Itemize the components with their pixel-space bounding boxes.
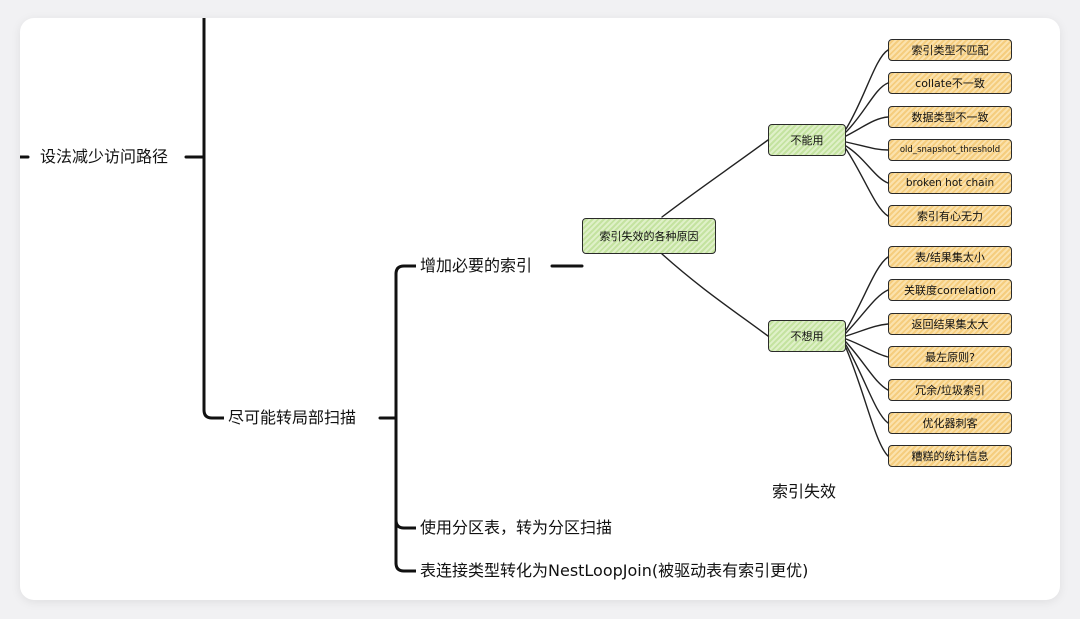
unwilling-item: 返回结果集太大: [888, 313, 1012, 335]
add-index-node: 增加必要的索引: [416, 255, 537, 277]
connector-lines: [20, 18, 889, 573]
scan-local-node: 尽可能转局部扫描: [224, 407, 361, 429]
unwilling-item: 冗余/垃圾索引: [888, 379, 1012, 401]
cannot-item: 索引有心无力: [888, 205, 1012, 227]
sketch-caption: 索引失效: [772, 482, 837, 501]
unwilling-box: 不想用: [768, 320, 846, 352]
unwilling-item: 糟糕的统计信息: [888, 445, 1012, 467]
unwilling-item: 优化器刺客: [888, 412, 1012, 434]
index-failure-reasons-box: 索引失效的各种原因: [582, 218, 716, 254]
cannot-item: 数据类型不一致: [888, 106, 1012, 128]
root-node: 设法减少访问路径: [36, 146, 173, 168]
mindmap-card: 设法减少访问路径 尽可能转局部扫描 增加必要的索引 使用分区表，转为分区扫描 表…: [20, 18, 1060, 600]
cannot-item: broken hot chain: [888, 172, 1012, 194]
unwilling-item: 最左原则?: [888, 346, 1012, 368]
center-label: 索引失效的各种原因: [599, 230, 699, 243]
unwilling-label: 不想用: [790, 330, 824, 343]
cannot-use-box: 不能用: [768, 124, 846, 156]
cannot-item: old_snapshot_threshold: [888, 139, 1012, 161]
nestloop-node: 表连接类型转化为NestLoopJoin(被驱动表有索引更优): [416, 560, 813, 582]
partition-node: 使用分区表，转为分区扫描: [416, 517, 617, 539]
cannot-item: collate不一致: [888, 72, 1012, 94]
unwilling-item: 关联度correlation: [888, 279, 1012, 301]
cannot-label: 不能用: [790, 134, 824, 147]
unwilling-item: 表/结果集太小: [888, 246, 1012, 268]
cannot-item: 索引类型不匹配: [888, 39, 1012, 61]
